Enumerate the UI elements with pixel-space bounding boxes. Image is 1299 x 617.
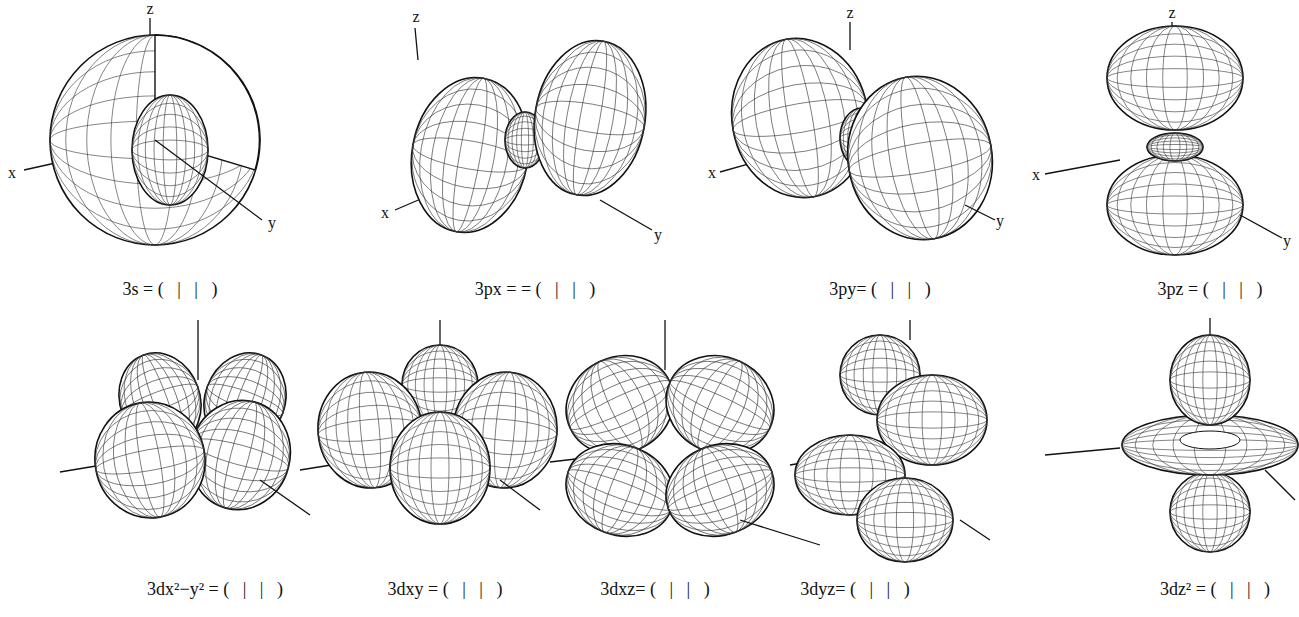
axis-line bbox=[1240, 215, 1282, 238]
axis-label: y bbox=[1283, 232, 1291, 250]
axis-line bbox=[500, 480, 540, 510]
orbital-label: 3dxy = ( | | ) bbox=[388, 580, 503, 600]
axis-label: z bbox=[146, 0, 153, 18]
axis-line bbox=[1265, 470, 1295, 500]
orbital-label: 3py= ( | | ) bbox=[829, 280, 930, 300]
axis-line bbox=[740, 520, 820, 545]
orbital-lobe bbox=[835, 65, 1005, 252]
orbital-lobe bbox=[522, 32, 657, 205]
axis-label: x bbox=[8, 164, 16, 182]
axis-line bbox=[1045, 448, 1120, 455]
axis-line bbox=[155, 140, 262, 220]
axis-line bbox=[260, 480, 310, 515]
axis-line bbox=[415, 28, 418, 60]
axis-line bbox=[909, 320, 910, 340]
orbital-lobe bbox=[1147, 133, 1203, 161]
orbital-lobe bbox=[1170, 472, 1250, 552]
axis-label: x bbox=[708, 164, 716, 182]
orbital-lobe bbox=[132, 95, 208, 205]
orbital-label: 3s = ( | | ) bbox=[123, 280, 218, 300]
orbital-label: 3px = = ( | | ) bbox=[475, 280, 596, 300]
axis-label: z bbox=[412, 8, 419, 26]
orbital-label: 3dxz= ( | | ) bbox=[600, 580, 709, 600]
axis-label: z bbox=[846, 4, 853, 22]
axis-label: y bbox=[654, 226, 662, 244]
orbital-lobe bbox=[1107, 155, 1243, 255]
orbital-lobe bbox=[1107, 26, 1243, 130]
orbital-lobe bbox=[1170, 335, 1250, 425]
axis-label: y bbox=[996, 212, 1004, 230]
axis-line bbox=[197, 320, 198, 380]
orbital-label: 3dz² = ( | | ) bbox=[1160, 580, 1270, 600]
orbital-label: 3dyz= ( | | ) bbox=[800, 580, 909, 600]
axis-line bbox=[600, 200, 652, 230]
orbital-label: 3dx²−y² = ( | | ) bbox=[147, 580, 283, 600]
axis-label: z bbox=[1168, 4, 1175, 22]
axis-line bbox=[664, 320, 665, 370]
axis-line bbox=[960, 520, 990, 540]
axis-label: x bbox=[381, 204, 389, 222]
axis-label: x bbox=[1032, 166, 1040, 184]
axis-line bbox=[1045, 160, 1120, 174]
orbital-lobe bbox=[653, 429, 787, 551]
axis-line bbox=[965, 205, 995, 220]
axis-label: y bbox=[268, 214, 276, 232]
axis-line bbox=[849, 22, 850, 50]
orbital-lobe bbox=[86, 393, 214, 526]
orbital-label: 3pz = ( | | ) bbox=[1158, 280, 1263, 300]
orbital-lobe bbox=[390, 412, 490, 524]
orbital-lobe bbox=[857, 478, 953, 562]
